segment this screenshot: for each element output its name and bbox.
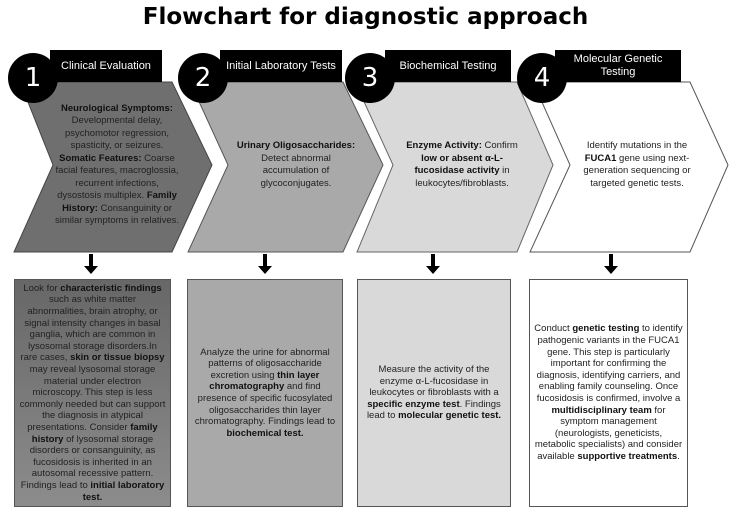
- step-4-detail: Conduct genetic testing to identify path…: [529, 279, 688, 507]
- arrow-down-icon: [258, 254, 272, 274]
- text: may reveal lysosomal storage material un…: [19, 364, 166, 433]
- step-4-number: 4: [517, 53, 567, 103]
- bold-text: Family History:: [62, 190, 177, 214]
- text: Consanguinity or similar symptoms in rel…: [54, 202, 180, 227]
- bold-text: Urinary Oligosaccharides:: [236, 140, 356, 151]
- text: Conduct: [534, 323, 573, 335]
- step-3-summary: Enzyme Activity: Confirm low or absent α…: [398, 95, 526, 235]
- bold-text: low or absent α-L-fucosidase activity: [414, 152, 503, 177]
- bold-text: molecular genetic test.: [398, 410, 502, 422]
- text: and find presence of specific fucosylate…: [194, 381, 336, 428]
- bold-text: thin layer chromatography: [209, 369, 320, 393]
- bold-text: Neurological Symptoms:: [61, 102, 173, 114]
- chevron-step-1: [13, 81, 213, 253]
- bold-text: skin or tissue biopsy: [70, 352, 165, 364]
- text: Analyze the urine for abnormal patterns …: [200, 346, 330, 381]
- bold-text: specific enzyme test: [367, 398, 460, 410]
- step-3-number: 3: [345, 53, 395, 103]
- text: Confirm: [481, 140, 518, 151]
- arrow-down-icon: [604, 254, 618, 274]
- text: .: [677, 450, 680, 462]
- text: Identify mutations in the: [586, 140, 688, 151]
- bold-text: supportive treatments: [577, 450, 678, 462]
- step-1-label: Clinical Evaluation: [50, 50, 162, 82]
- text: Measure the activity of the enzyme α-L-f…: [369, 364, 499, 399]
- step-3-detail: Measure the activity of the enzyme α-L-f…: [357, 279, 511, 507]
- text: in leukocytes/fibroblasts.: [415, 165, 510, 189]
- text: . Findings lead to: [366, 398, 501, 422]
- chevron-step-2: [187, 81, 384, 253]
- step-2-summary: Urinary Oligosaccharides: Detect abnorma…: [232, 95, 360, 235]
- bold-text: biochemical test.: [226, 427, 304, 439]
- bold-text: Enzyme Activity:: [406, 140, 482, 151]
- step-1-summary: Neurological Symptoms: Developmental del…: [52, 95, 182, 235]
- chevron-step-4: [529, 81, 729, 253]
- text: Coarse facial features, macroglossia, re…: [55, 152, 179, 202]
- bold-text: multidisciplinary team: [551, 404, 652, 416]
- text: of lysosomal storage disorders or consan…: [20, 433, 156, 491]
- flowchart-title: Flowchart for diagnostic approach: [142, 4, 589, 30]
- step-2-detail: Analyze the urine for abnormal patterns …: [187, 279, 343, 507]
- step-4-label: Molecular Genetic Testing: [555, 50, 681, 82]
- bold-text: family history: [31, 421, 158, 445]
- step-4-summary: Identify mutations in the FUCA1 gene usi…: [578, 95, 696, 235]
- bold-text: initial laboratory test.: [82, 479, 165, 503]
- text: such as white matter abnormalities, brai…: [20, 294, 161, 364]
- step-1-number: 1: [8, 53, 58, 103]
- bold-text: FUCA1: [584, 152, 617, 164]
- text: Detect abnormal accumulation of glycocon…: [260, 152, 332, 189]
- bold-text: characteristic findings: [60, 282, 162, 294]
- text: for symptom management (neurologists, ge…: [534, 404, 683, 462]
- text: Developmental delay, psychomotor regress…: [64, 115, 170, 151]
- text: to identify pathogenic variants in the F…: [536, 323, 683, 404]
- step-2-number: 2: [178, 53, 228, 103]
- text: Look for: [23, 282, 61, 294]
- bold-text: genetic testing: [572, 323, 640, 335]
- arrow-down-icon: [426, 254, 440, 274]
- step-1-detail: Look for characteristic findings such as…: [14, 279, 171, 507]
- arrow-down-icon: [84, 254, 98, 274]
- step-2-label: Initial Laboratory Tests: [220, 50, 342, 82]
- step-3-label: Biochemical Testing: [385, 50, 511, 82]
- text: gene using next-generation sequencing or…: [583, 152, 691, 189]
- bold-text: Somatic Features:: [59, 152, 142, 164]
